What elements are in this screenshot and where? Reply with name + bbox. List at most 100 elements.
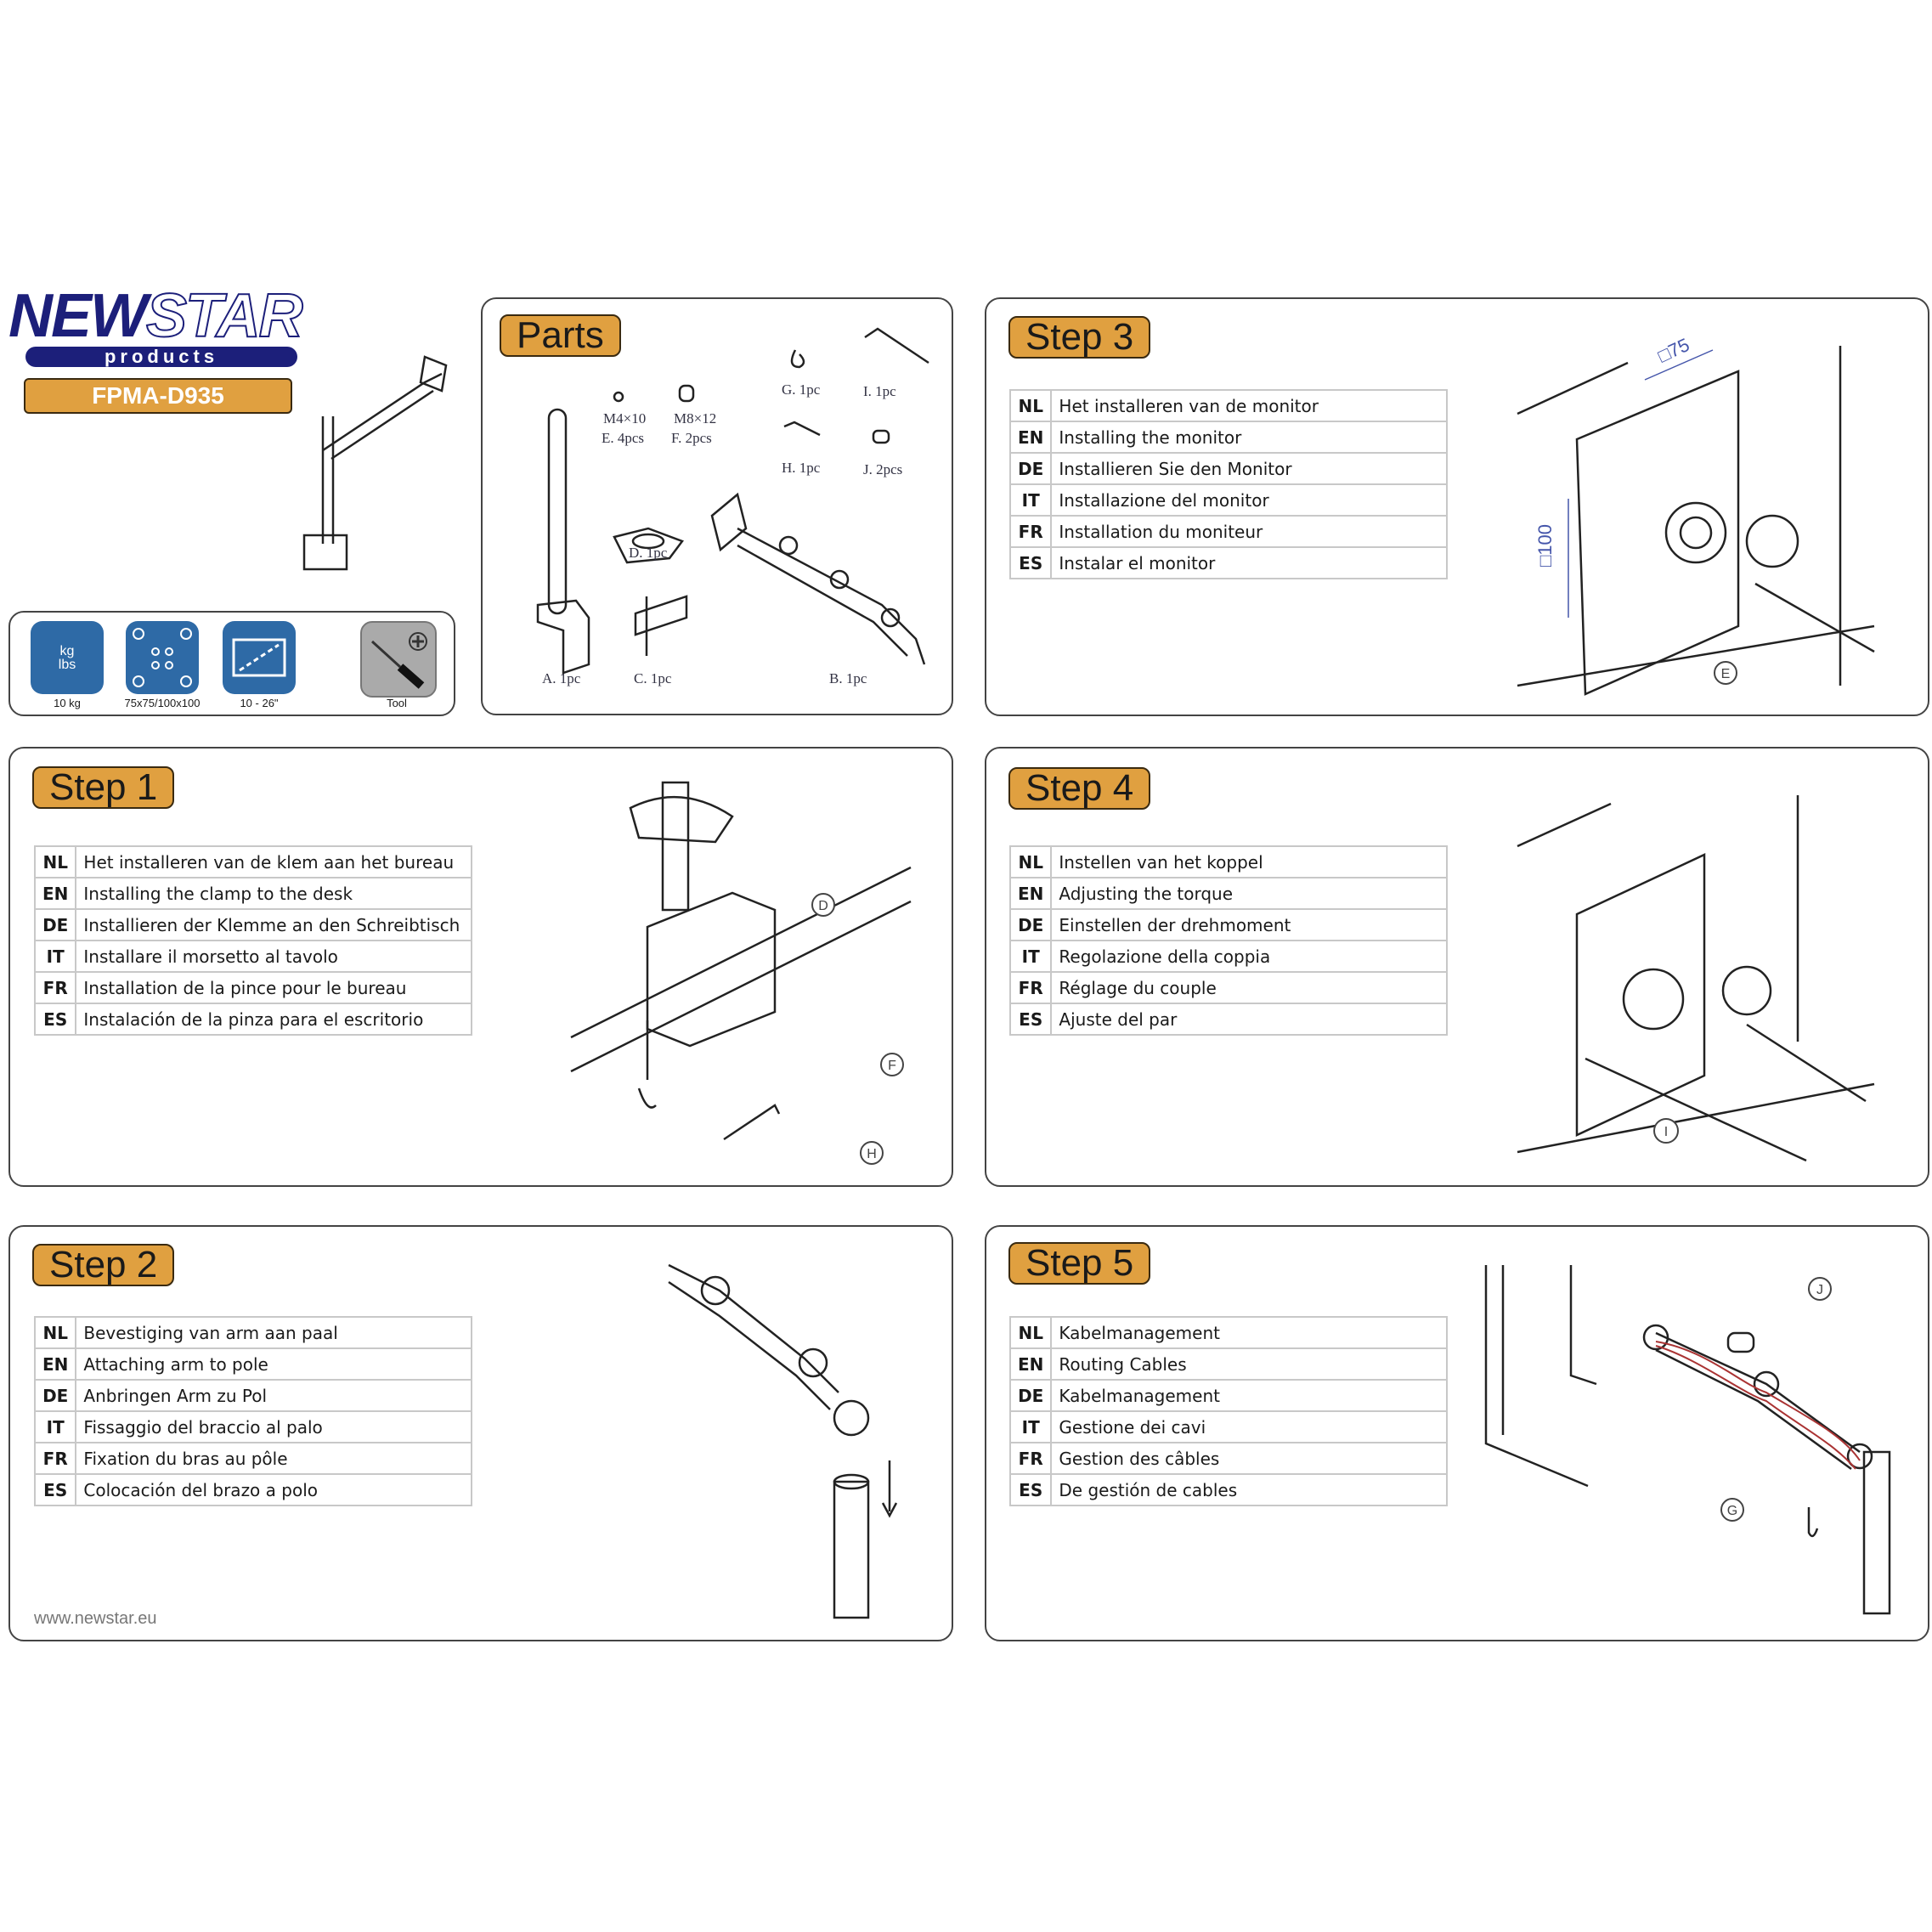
lang-code: IT xyxy=(1008,483,1053,517)
part-f-label: F. 2pcs xyxy=(671,430,712,446)
lang-code: IT xyxy=(1008,1410,1053,1443)
spec-tool: Tool xyxy=(387,697,407,709)
step-text: Réglage du couple xyxy=(1050,971,1448,1004)
step-2-title: Step 2 xyxy=(32,1244,175,1286)
step-text: Kabelmanagement xyxy=(1050,1316,1448,1349)
vesa-icon xyxy=(126,621,199,694)
step-text: Installing the monitor xyxy=(1050,421,1448,454)
lang-code: DE xyxy=(1008,452,1053,485)
step-text: Fissaggio del braccio al palo xyxy=(75,1410,472,1443)
callout-i: I xyxy=(1664,1125,1668,1139)
step-text: Anbringen Arm zu Pol xyxy=(75,1379,472,1412)
step-text: Instalar el monitor xyxy=(1050,546,1448,579)
step-text: Installing the clamp to the desk xyxy=(75,877,472,910)
lang-code: EN xyxy=(1008,421,1053,454)
lang-code: ES xyxy=(1008,1003,1053,1036)
callout-e: E xyxy=(1721,667,1731,681)
part-c-label: C. 1pc xyxy=(634,670,672,686)
lang-code: DE xyxy=(1008,1379,1053,1412)
lang-code: FR xyxy=(33,1442,77,1475)
parts-drawing xyxy=(536,327,929,675)
parts-title: Parts xyxy=(500,314,621,357)
lang-code: NL xyxy=(33,1316,77,1349)
part-j-label: J. 2pcs xyxy=(863,461,903,477)
lang-code: IT xyxy=(33,940,77,973)
lang-code: ES xyxy=(33,1003,77,1036)
part-a-label: A. 1pc xyxy=(542,670,581,686)
lang-code: NL xyxy=(1008,845,1053,878)
step-text: Installation de la pince pour le bureau xyxy=(75,971,472,1004)
model-badge: FPMA-D935 xyxy=(24,378,292,414)
callout-d: D xyxy=(818,899,828,913)
step-3-drawing: □100 □75 E xyxy=(1517,334,1875,696)
callout-j: J xyxy=(1816,1283,1823,1297)
step-text: Routing Cables xyxy=(1050,1347,1448,1381)
spec-weight: 10 kg xyxy=(54,697,81,709)
step-text: Instellen van het koppel xyxy=(1050,845,1448,878)
lang-code: EN xyxy=(33,1347,77,1381)
footer-url[interactable]: www.newstar.eu xyxy=(34,1609,157,1628)
part-i-label: I. 1pc xyxy=(863,383,896,399)
step-text: Installare il morsetto al tavolo xyxy=(75,940,472,973)
step-text: Instalación de la pinza para el escritor… xyxy=(75,1003,472,1036)
step-text: Gestione dei cavi xyxy=(1050,1410,1448,1443)
step-text: Kabelmanagement xyxy=(1050,1379,1448,1412)
lang-code: FR xyxy=(1008,515,1053,548)
step-text: Installazione del monitor xyxy=(1050,483,1448,517)
part-h-label: H. 1pc xyxy=(782,460,821,476)
step-text: Het installeren van de monitor xyxy=(1050,389,1448,422)
screwdriver-icon xyxy=(360,621,437,698)
part-e-size: M4×10 xyxy=(603,410,647,427)
step-text: Installieren der Klemme an den Schreibti… xyxy=(75,908,472,941)
step-text: De gestión de cables xyxy=(1050,1473,1448,1506)
step-5-drawing: J G xyxy=(1484,1265,1891,1615)
lang-code: EN xyxy=(33,877,77,910)
brand-logo: NEWSTAR products xyxy=(8,285,314,370)
lang-code: IT xyxy=(33,1410,77,1443)
step-3-title: Step 3 xyxy=(1008,316,1151,359)
weight-icon: kg lbs xyxy=(31,621,104,694)
lang-code: NL xyxy=(1008,389,1053,422)
logo-star: STAR xyxy=(145,282,304,350)
screen-size-icon xyxy=(223,621,296,694)
lang-code: ES xyxy=(1008,1473,1053,1506)
step-text: Installieren Sie den Monitor xyxy=(1050,452,1448,485)
step-4-title: Step 4 xyxy=(1008,767,1151,810)
lang-code: ES xyxy=(1008,546,1053,579)
step-text: Adjusting the torque xyxy=(1050,877,1448,910)
callout-h: H xyxy=(867,1147,877,1161)
step-text: Regolazione della coppia xyxy=(1050,940,1448,973)
part-b-label: B. 1pc xyxy=(829,670,867,686)
part-d-label: D. 1pc xyxy=(629,545,668,561)
spec-screen-size: 10 - 26" xyxy=(240,697,279,709)
callout-f: F xyxy=(888,1059,896,1073)
step-text: Het installeren van de klem aan het bure… xyxy=(75,845,472,878)
spec-vesa: 75x75/100x100 xyxy=(124,697,201,709)
